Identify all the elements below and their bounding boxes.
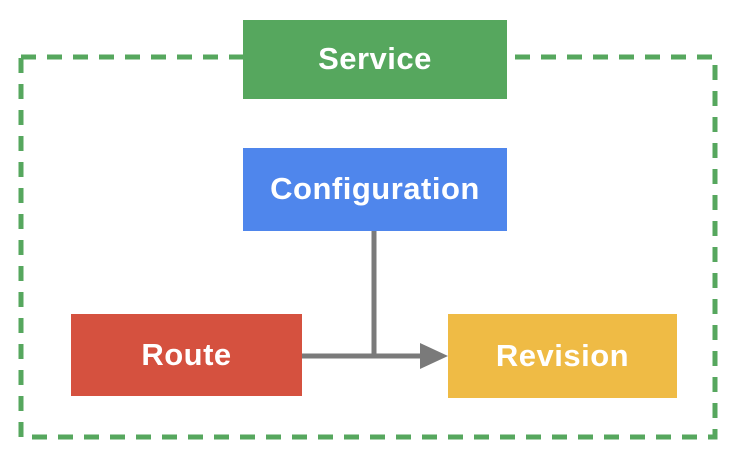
revision-node-label: Revision	[495, 337, 630, 373]
service-node: Service	[243, 20, 507, 99]
configuration-node: Configuration	[243, 148, 507, 231]
revision-node: Revision	[448, 314, 677, 398]
route-node-label: Route	[141, 336, 232, 372]
route-node: Route	[71, 314, 302, 396]
configuration-node-label: Configuration	[270, 171, 480, 206]
service-node-label: Service	[318, 41, 432, 76]
arrowhead-icon	[420, 343, 448, 369]
